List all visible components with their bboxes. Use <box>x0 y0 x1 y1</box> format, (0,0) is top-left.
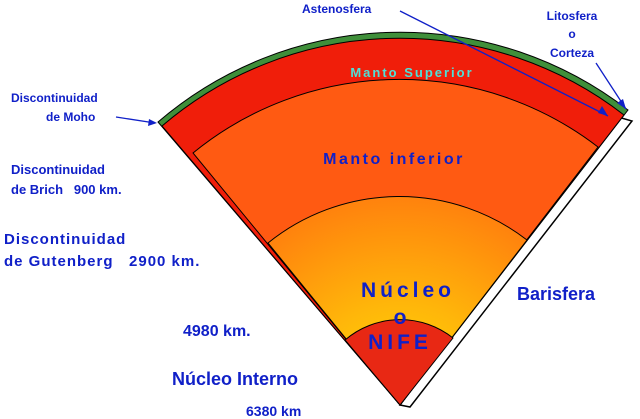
nucleo-label: Núcleo <box>361 279 455 302</box>
brich-label-line2: de Brich 900 km. <box>11 182 122 197</box>
nife-label: NIFE <box>368 331 432 354</box>
manto-inferior-label: Manto inferior <box>323 151 465 168</box>
outer-core-layer <box>267 196 528 406</box>
nucleo-interno-label: Núcleo Interno <box>172 369 298 389</box>
moho-pointer <box>115 116 156 124</box>
moho-label-line2: de Moho <box>46 110 95 124</box>
astenosfera-pointer <box>399 10 609 117</box>
litosfera-label: Litosfera <box>547 9 598 23</box>
moho-label-line1: Discontinuidad <box>11 91 98 105</box>
corteza-label: Corteza <box>550 46 594 60</box>
inner-core-layer <box>344 319 454 406</box>
astenosfera-label: Astenosfera <box>302 2 372 16</box>
brich-label-line1: Discontinuidad <box>11 162 105 177</box>
gutenberg-label-line1: Discontinuidad <box>4 231 126 248</box>
depth-4980-label: 4980 km. <box>183 323 251 340</box>
barisfera-label: Barisfera <box>517 284 596 304</box>
nucleo-o-label: o <box>394 306 407 329</box>
litosfera-o-label: o <box>568 27 575 41</box>
manto-superior-label: Manto Superior <box>350 65 473 80</box>
astenosfera-arrowhead <box>598 106 608 116</box>
litosfera-arrowhead <box>617 99 626 109</box>
gutenberg-label-line2: de Gutenberg 2900 km. <box>4 253 200 270</box>
depth-6380-label: 6380 km <box>246 403 301 419</box>
moho-arrowhead <box>148 119 157 126</box>
